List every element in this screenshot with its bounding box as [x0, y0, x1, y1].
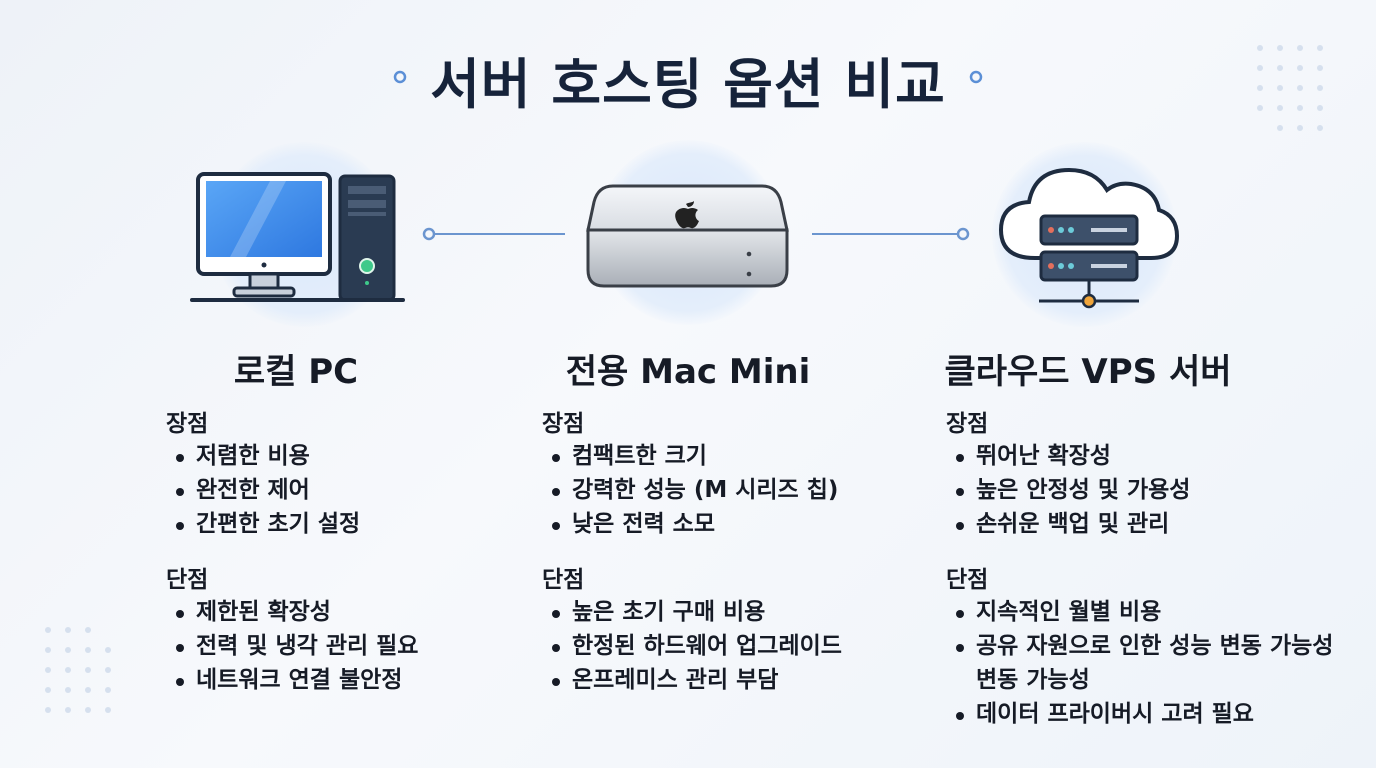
- connector-line: [812, 227, 970, 241]
- list-item: 간편한 초기 설정: [166, 507, 360, 541]
- pros-list: 저렴한 비용 완전한 제어 간편한 초기 설정: [166, 439, 360, 541]
- list-item: 공유 자원으로 인한 성능 변동 가능성 변동 가능성: [946, 629, 1356, 697]
- list-item: 지속적인 월별 비용: [946, 595, 1356, 629]
- list-item: 제한된 확장성: [166, 595, 418, 629]
- cons-label: 단점: [946, 567, 989, 593]
- list-item: 온프레미스 관리 부담: [542, 663, 842, 697]
- title-right-line: [969, 70, 1136, 84]
- cons-label: 단점: [542, 567, 585, 593]
- list-item: 데이터 프라이버시 고려 필요: [946, 697, 1356, 731]
- list-item: 높은 안정성 및 가용성: [946, 473, 1190, 507]
- list-item: 전력 및 냉각 관리 필요: [166, 629, 418, 663]
- dot-grid-decoration: [1257, 45, 1323, 131]
- pros-label: 장점: [542, 411, 585, 437]
- title-left-line: [240, 70, 407, 84]
- pros-label: 장점: [946, 411, 989, 437]
- list-item: 한정된 하드웨어 업그레이드: [542, 629, 842, 663]
- column-title-local-pc: 로컬 PC: [233, 352, 359, 392]
- column-title-mac-mini: 전용 Mac Mini: [565, 352, 811, 392]
- pros-label: 장점: [166, 411, 209, 437]
- list-item: 손쉬운 백업 및 관리: [946, 507, 1190, 541]
- list-item: 저렴한 비용: [166, 439, 360, 473]
- pros-list: 뛰어난 확장성 높은 안정성 및 가용성 손쉬운 백업 및 관리: [946, 439, 1190, 541]
- connector-line: [422, 227, 565, 241]
- column-title-cloud-vps: 클라우드 VPS 서버: [944, 352, 1232, 392]
- cons-label: 단점: [166, 567, 209, 593]
- desktop-pc-icon: [190, 172, 405, 302]
- list-item: 낮은 전력 소모: [542, 507, 838, 541]
- mac-mini-icon: [586, 184, 789, 288]
- dot-grid-decoration: [45, 627, 111, 713]
- list-item: 완전한 제어: [166, 473, 360, 507]
- cons-list: 지속적인 월별 비용 공유 자원으로 인한 성능 변동 가능성 변동 가능성 데…: [946, 595, 1356, 731]
- list-item: 컴팩트한 크기: [542, 439, 838, 473]
- list-item: 뛰어난 확장성: [946, 439, 1190, 473]
- pros-list: 컴팩트한 크기 강력한 성능 (M 시리즈 칩) 낮은 전력 소모: [542, 439, 838, 541]
- cons-list: 높은 초기 구매 비용 한정된 하드웨어 업그레이드 온프레미스 관리 부담: [542, 595, 842, 697]
- list-item: 강력한 성능 (M 시리즈 칩): [542, 473, 838, 507]
- list-item: 네트워크 연결 불안정: [166, 663, 418, 697]
- list-item: 높은 초기 구매 비용: [542, 595, 842, 629]
- cloud-server-icon: [998, 167, 1180, 309]
- cons-list: 제한된 확장성 전력 및 냉각 관리 필요 네트워크 연결 불안정: [166, 595, 418, 697]
- page-title: 서버 호스팅 옵션 비교: [430, 53, 946, 116]
